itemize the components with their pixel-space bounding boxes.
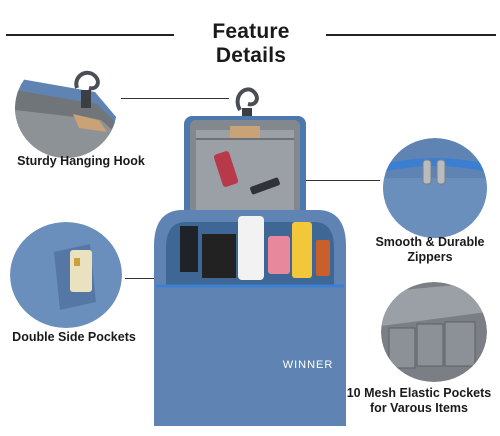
title-row: Feature Details — [0, 20, 500, 67]
feature-label-zippers: Smooth & Durable Zippers — [364, 235, 496, 265]
feature-label-mesh-line1: 10 Mesh Elastic Pockets — [346, 386, 492, 400]
hanging-hook-icon — [235, 87, 259, 111]
title-rule-left — [6, 34, 174, 36]
callout-line-hook — [121, 98, 229, 99]
callout-line-zippers — [304, 180, 380, 181]
hook-illustration — [15, 58, 117, 158]
toiletry-bag-image: WINNER — [154, 87, 346, 426]
brand-label: WINNER — [283, 359, 334, 371]
side-pocket-illustration — [10, 222, 122, 328]
feature-label-mesh-line2: for Varous Items — [370, 401, 468, 415]
title-rule-right — [326, 34, 496, 36]
feature-label-zippers-line2: Zippers — [407, 250, 453, 264]
mesh-pocket-detail-image — [381, 282, 487, 382]
side-pocket-detail-image — [10, 222, 122, 328]
feature-label-zippers-line1: Smooth & Durable — [375, 235, 485, 249]
page-title: Feature Details — [212, 20, 290, 67]
feature-label-pockets: Double Side Pockets — [12, 330, 136, 344]
hook-detail-image — [15, 58, 117, 158]
mesh-pocket-illustration — [381, 282, 487, 382]
callout-line-pockets — [125, 278, 155, 279]
feature-label-mesh: 10 Mesh Elastic Pockets for Varous Items — [338, 386, 500, 416]
feature-label-hook: Sturdy Hanging Hook — [17, 154, 145, 168]
zipper-illustration — [383, 138, 487, 238]
zipper-detail-image — [383, 138, 487, 238]
